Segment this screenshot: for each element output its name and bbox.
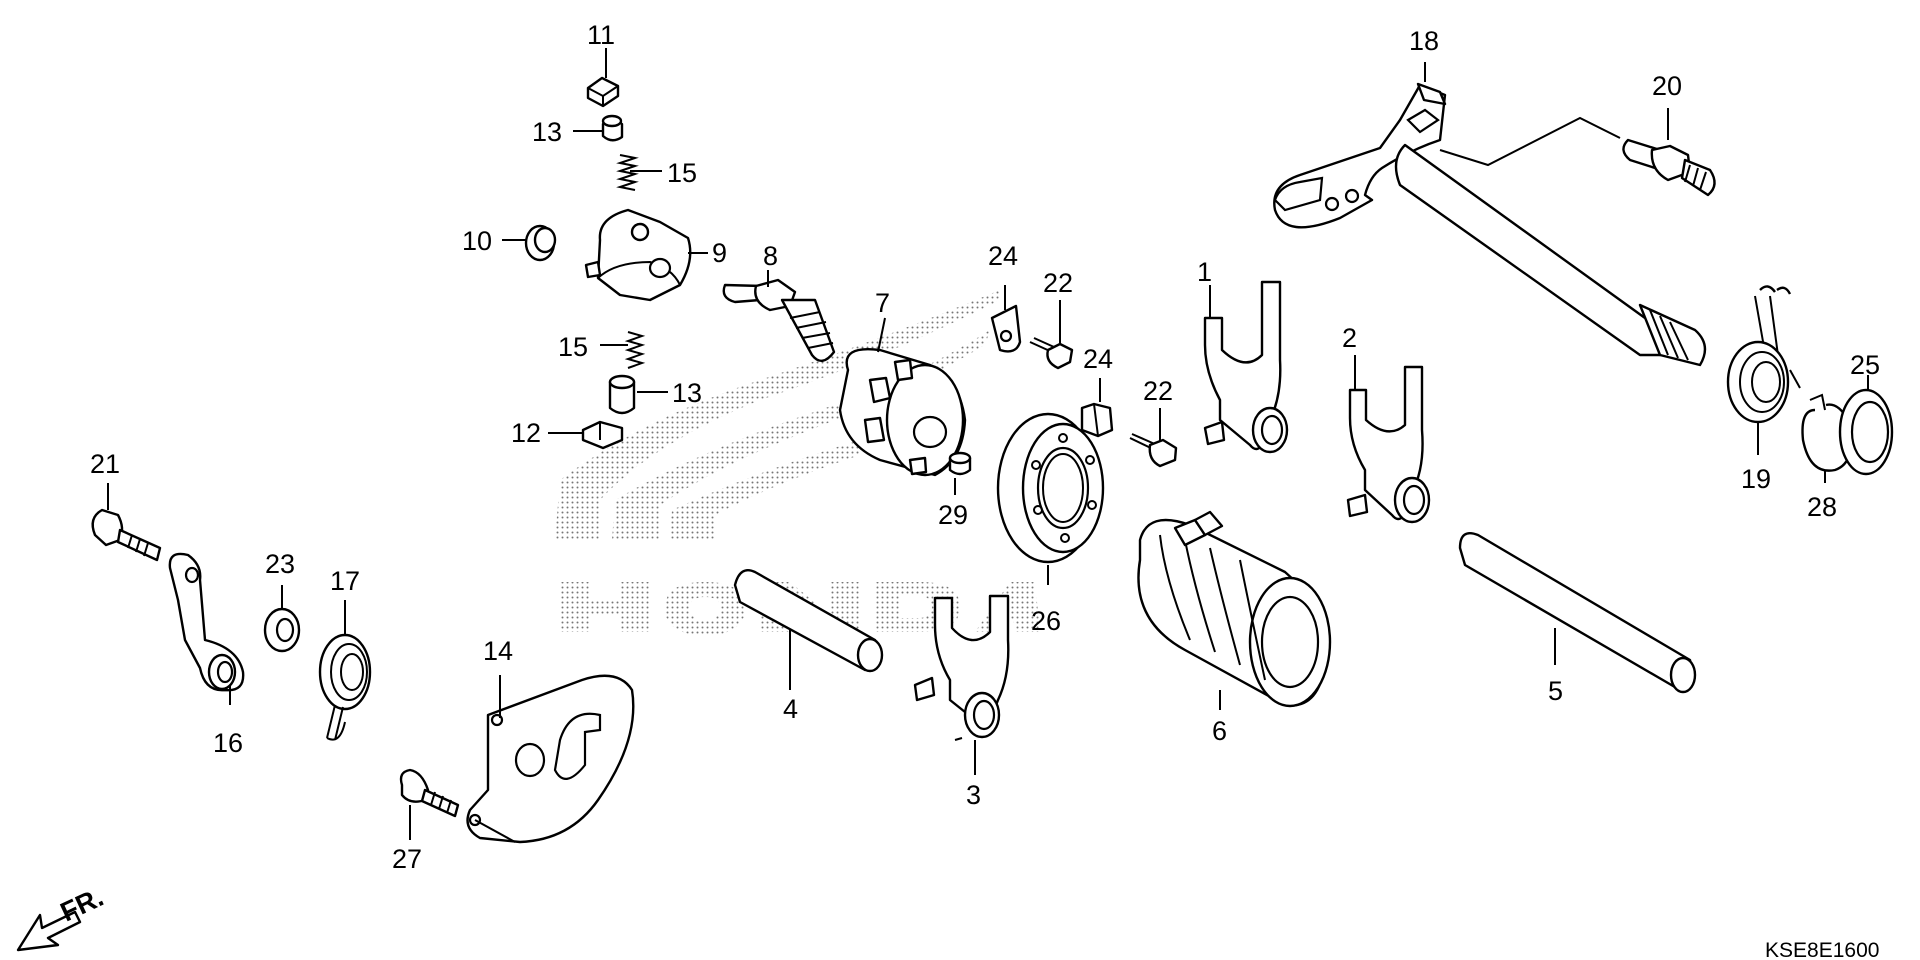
part-13-pin-upper [601, 114, 624, 142]
callout-10[interactable]: 10 [462, 226, 492, 256]
callout-29[interactable]: 29 [938, 500, 968, 530]
part-12-cap [581, 420, 624, 450]
callout-6[interactable]: 6 [1212, 716, 1227, 746]
callout-14[interactable]: 14 [483, 636, 513, 666]
part-15-spring-lower [624, 331, 646, 369]
part-22-bolt-upper [1029, 337, 1074, 370]
part-26-bearing [996, 412, 1105, 564]
callout-27[interactable]: 27 [392, 844, 422, 874]
part-22-bolt-lower [1129, 433, 1178, 468]
part-16-arm [168, 552, 245, 692]
part-14-plate [466, 674, 635, 844]
callout-3[interactable]: 3 [966, 780, 981, 810]
part-17-spring [318, 633, 372, 741]
part-7-drum-center [838, 348, 967, 477]
callout-21[interactable]: 21 [90, 449, 120, 479]
callout-7[interactable]: 7 [875, 288, 890, 318]
part-20-pin-bolt [1622, 138, 1716, 197]
part-5-fork-shaft [1458, 531, 1697, 694]
part-19-return-spring [1726, 285, 1801, 424]
part-27-bolt [399, 768, 460, 818]
callout-13-lower[interactable]: 13 [672, 378, 702, 408]
callout-4[interactable]: 4 [783, 694, 798, 724]
part-15-spring-upper [616, 154, 639, 191]
diagram-code: KSE8E1600 [1765, 939, 1879, 960]
callout-26[interactable]: 26 [1031, 606, 1061, 636]
part-3-shift-fork [913, 594, 1010, 741]
part-25-washer [1838, 388, 1894, 476]
callout-12[interactable]: 12 [511, 418, 541, 448]
callout-17[interactable]: 17 [330, 566, 360, 596]
callout-23[interactable]: 23 [265, 549, 295, 579]
callout-28[interactable]: 28 [1807, 492, 1837, 522]
callout-25[interactable]: 25 [1850, 350, 1880, 380]
part-23-washer [263, 607, 301, 653]
callout-22-lower[interactable]: 22 [1143, 376, 1173, 406]
callout-2[interactable]: 2 [1342, 323, 1357, 353]
part-1-shift-fork [1203, 280, 1289, 454]
part-20-link-line [1439, 116, 1621, 167]
part-8-pin-bolt [722, 278, 836, 362]
callout-22-upper[interactable]: 22 [1043, 268, 1073, 298]
part-21-bolt [91, 508, 162, 562]
part-13-pin-lower [608, 374, 636, 415]
part-28-circlip [1801, 393, 1853, 472]
part-2-shift-fork [1346, 365, 1431, 524]
callout-8[interactable]: 8 [763, 241, 778, 271]
front-direction-arrow-icon [16, 910, 82, 952]
callout-11[interactable]: 11 [587, 20, 615, 50]
part-29-dowel-pin [948, 451, 972, 476]
part-10-collar [524, 224, 557, 262]
callout-19[interactable]: 19 [1741, 464, 1771, 494]
part-24-plate-upper [990, 304, 1022, 353]
part-4-fork-shaft [733, 568, 884, 673]
part-24-plate-lower [1080, 402, 1114, 438]
callout-24-upper[interactable]: 24 [988, 241, 1018, 271]
part-6-gearshift-drum [1137, 510, 1332, 708]
part-9-stopper [584, 208, 692, 302]
callout-15-upper[interactable]: 15 [667, 158, 697, 188]
callout-9[interactable]: 9 [712, 238, 727, 268]
part-11-cap [586, 76, 620, 108]
callout-18[interactable]: 18 [1409, 26, 1439, 56]
callout-5[interactable]: 5 [1548, 676, 1563, 706]
callout-15-lower[interactable]: 15 [558, 332, 588, 362]
callout-13-upper[interactable]: 13 [532, 117, 562, 147]
callout-24-lower[interactable]: 24 [1083, 344, 1113, 374]
part-18-gearshift-spindle [1273, 82, 1707, 367]
callout-labels: 1 2 3 4 5 6 7 8 9 10 11 12 13 13 14 15 1… [90, 20, 1880, 874]
callout-1[interactable]: 1 [1197, 257, 1212, 287]
leader-lines [107, 48, 1869, 840]
callout-20[interactable]: 20 [1652, 71, 1682, 101]
callout-16[interactable]: 16 [213, 728, 243, 758]
